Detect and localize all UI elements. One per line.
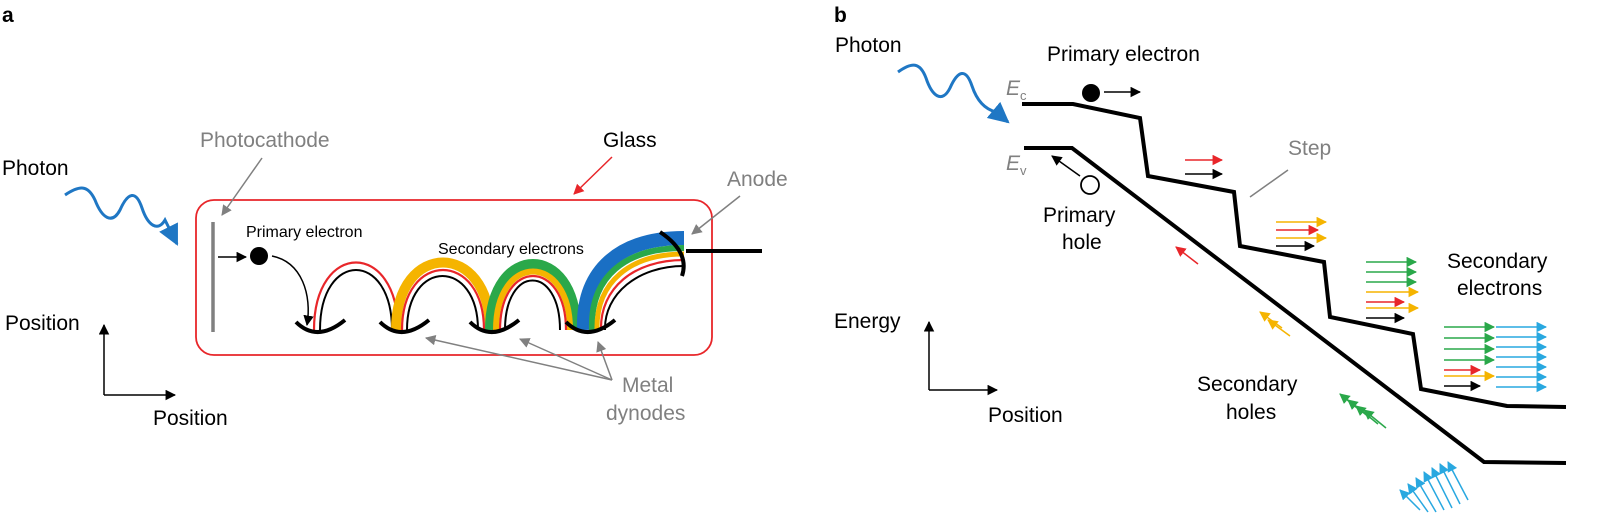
axis-x-label-a: Position — [153, 407, 228, 430]
hole-arrows — [1175, 246, 1469, 513]
dynode-arrow-1 — [424, 334, 613, 381]
panel-b-label: b — [834, 4, 847, 27]
primary-hole-label-line1: Primary — [1043, 204, 1116, 227]
conduction-band-edge — [1022, 102, 1567, 409]
electron-arrows-step-3 — [1366, 256, 1420, 324]
glass-envelope — [195, 199, 713, 356]
arc-bundle-4 — [576, 231, 685, 331]
axis-x-label-b: Position — [988, 404, 1063, 427]
electron-arrows-step-4 — [1444, 321, 1548, 393]
axis-y-label-b: Energy — [834, 310, 901, 333]
photon-label-a: Photon — [2, 157, 69, 180]
secondary-holes-label-line1: Secondary — [1197, 373, 1298, 396]
arc-bundle-1 — [312, 261, 400, 331]
primary-electron-label-a: Primary electron — [246, 224, 362, 241]
photon-wave-b — [897, 63, 1010, 124]
electron-arrows-step-1 — [1185, 154, 1224, 180]
panel-b: b Photon Ec Ev Primary electron Primary … — [834, 4, 1567, 513]
step-pointer — [1249, 169, 1289, 198]
arc-bundle-3 — [485, 259, 581, 331]
dynode-1 — [294, 318, 347, 334]
anode-arrow — [691, 195, 741, 235]
primary-electron-label-b: Primary electron — [1047, 43, 1200, 66]
dynode-arrow-2 — [519, 338, 613, 381]
dynode-arrow-3 — [596, 341, 613, 381]
secondary-electrons-label-line1: Secondary — [1447, 250, 1548, 273]
primary-hole-arrow — [1051, 155, 1081, 177]
secondary-electrons-label-a: Secondary electrons — [438, 241, 584, 258]
valence-band-edge — [1024, 146, 1567, 465]
arc-bundle-2 — [391, 257, 495, 331]
primary-electron-trajectory — [271, 255, 314, 327]
primary-hole-label-line2: hole — [1062, 231, 1102, 254]
dynode-4 — [564, 318, 617, 334]
anode — [658, 230, 686, 277]
photon-label-b: Photon — [835, 34, 902, 57]
axis-y-label-a: Position — [5, 312, 80, 335]
step-label: Step — [1288, 137, 1331, 160]
secondary-electrons-label-line2: electrons — [1457, 277, 1542, 300]
photon-wave-a — [64, 186, 179, 246]
primary-hole — [1080, 175, 1100, 195]
dynode-3 — [468, 318, 521, 334]
photocathode-arrow — [221, 157, 263, 216]
glass-label: Glass — [603, 129, 657, 152]
ec-label: Ec — [1006, 77, 1027, 103]
anode-label: Anode — [727, 168, 788, 191]
ev-label: Ev — [1006, 152, 1027, 178]
panel-a-label: a — [2, 4, 14, 27]
secondary-holes-label-line2: holes — [1226, 401, 1276, 424]
metal-dynodes-label-line2: dynodes — [606, 402, 685, 425]
dynode-2 — [378, 318, 431, 334]
metal-dynodes-label-line1: Metal — [622, 374, 673, 397]
primary-electron-b — [1082, 84, 1100, 102]
panel-a: a Photon Glass Photocathode Primary elec… — [2, 4, 788, 430]
photocathode-label: Photocathode — [200, 129, 330, 152]
primary-electron-a — [250, 247, 268, 265]
glass-arrow — [573, 156, 613, 195]
electron-arrows-step-2 — [1276, 216, 1328, 252]
